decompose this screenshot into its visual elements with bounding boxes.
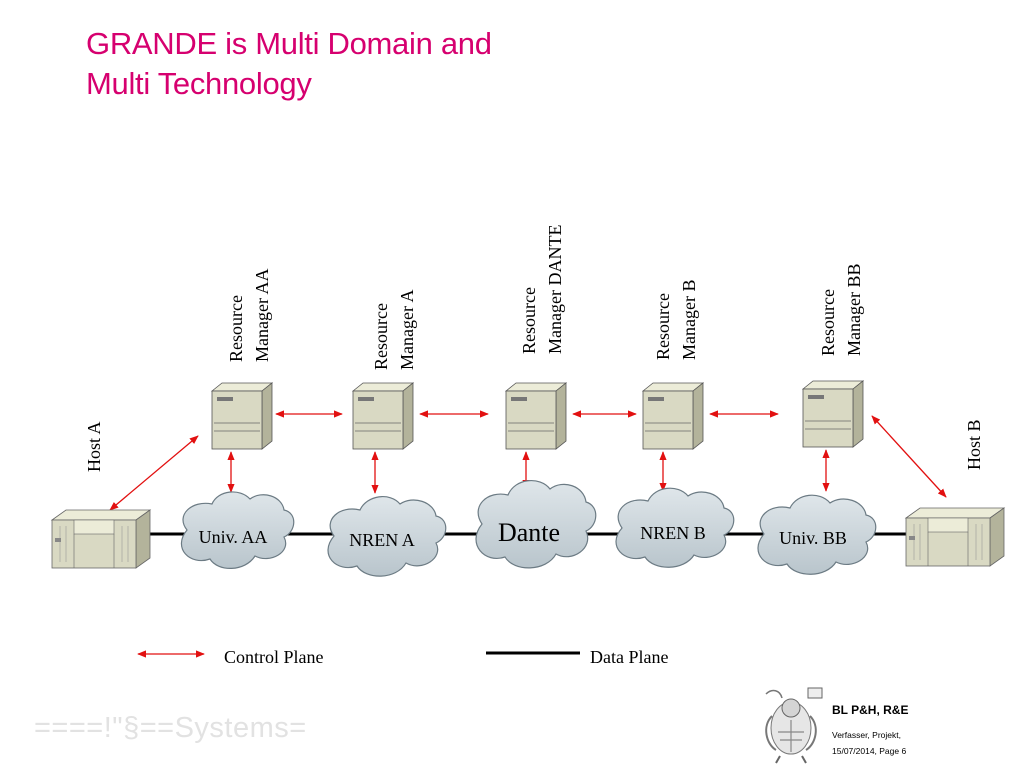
cloud-univ-bb bbox=[757, 494, 877, 575]
rm-a-line1: Resource bbox=[371, 303, 391, 370]
cloud-nren-b bbox=[615, 487, 735, 568]
footer-meta-line1: Verfasser, Projekt, bbox=[832, 730, 901, 740]
server-icon-aa bbox=[210, 382, 274, 450]
server-icon-dante bbox=[504, 382, 568, 450]
network-label-dante: Dante bbox=[498, 518, 560, 547]
rm-a-line2: Manager A bbox=[397, 290, 417, 370]
network-label-univ-aa: Univ. AA bbox=[199, 527, 268, 547]
network-label-univ-bb: Univ. BB bbox=[779, 528, 847, 548]
server-icon-bb bbox=[801, 380, 865, 448]
host-b-label: Host B bbox=[964, 419, 984, 470]
rm-aa-line1: Resource bbox=[226, 295, 246, 362]
server-icon-b bbox=[641, 382, 705, 450]
slide-title: GRANDE is Multi Domain and Multi Technol… bbox=[86, 26, 492, 102]
title-line-2: Multi Technology bbox=[86, 66, 312, 101]
crest-logo-icon bbox=[765, 687, 823, 764]
network-label-nren-b: NREN B bbox=[640, 523, 706, 543]
cloud-dante bbox=[475, 480, 597, 569]
rm-dante-line1: Resource bbox=[519, 287, 539, 354]
control-arrow-host-b bbox=[871, 415, 947, 498]
network-label-nren-a: NREN A bbox=[349, 530, 415, 550]
legend-data-plane-label: Data Plane bbox=[590, 647, 668, 667]
footer-brand: ====!"§==Systems= bbox=[34, 712, 307, 744]
footer-meta-line2: 15/07/2014, Page 6 bbox=[832, 746, 907, 756]
host-a-device-icon bbox=[50, 509, 152, 569]
rm-b-line2: Manager B bbox=[679, 280, 699, 360]
legend-control-plane-label: Control Plane bbox=[224, 647, 324, 667]
footer-org: BL P&H, R&E bbox=[832, 703, 909, 717]
rm-bb-line2: Manager BB bbox=[844, 264, 864, 356]
rm-b-line1: Resource bbox=[653, 293, 673, 360]
host-b-device-icon bbox=[904, 507, 1006, 567]
rm-aa-line2: Manager AA bbox=[252, 269, 272, 362]
title-line-1: GRANDE is Multi Domain and bbox=[86, 26, 492, 61]
cloud-univ-aa bbox=[180, 491, 295, 569]
control-arrow-host-a bbox=[109, 435, 199, 511]
host-a-label: Host A bbox=[84, 421, 104, 472]
footer-info: BL P&H, R&E Verfasser, Projekt, 15/07/20… bbox=[832, 703, 908, 759]
rm-dante-line2: Manager DANTE bbox=[545, 225, 565, 354]
rm-bb-line1: Resource bbox=[818, 289, 838, 356]
server-icon-a bbox=[351, 382, 415, 450]
cloud-nren-a bbox=[327, 496, 447, 577]
